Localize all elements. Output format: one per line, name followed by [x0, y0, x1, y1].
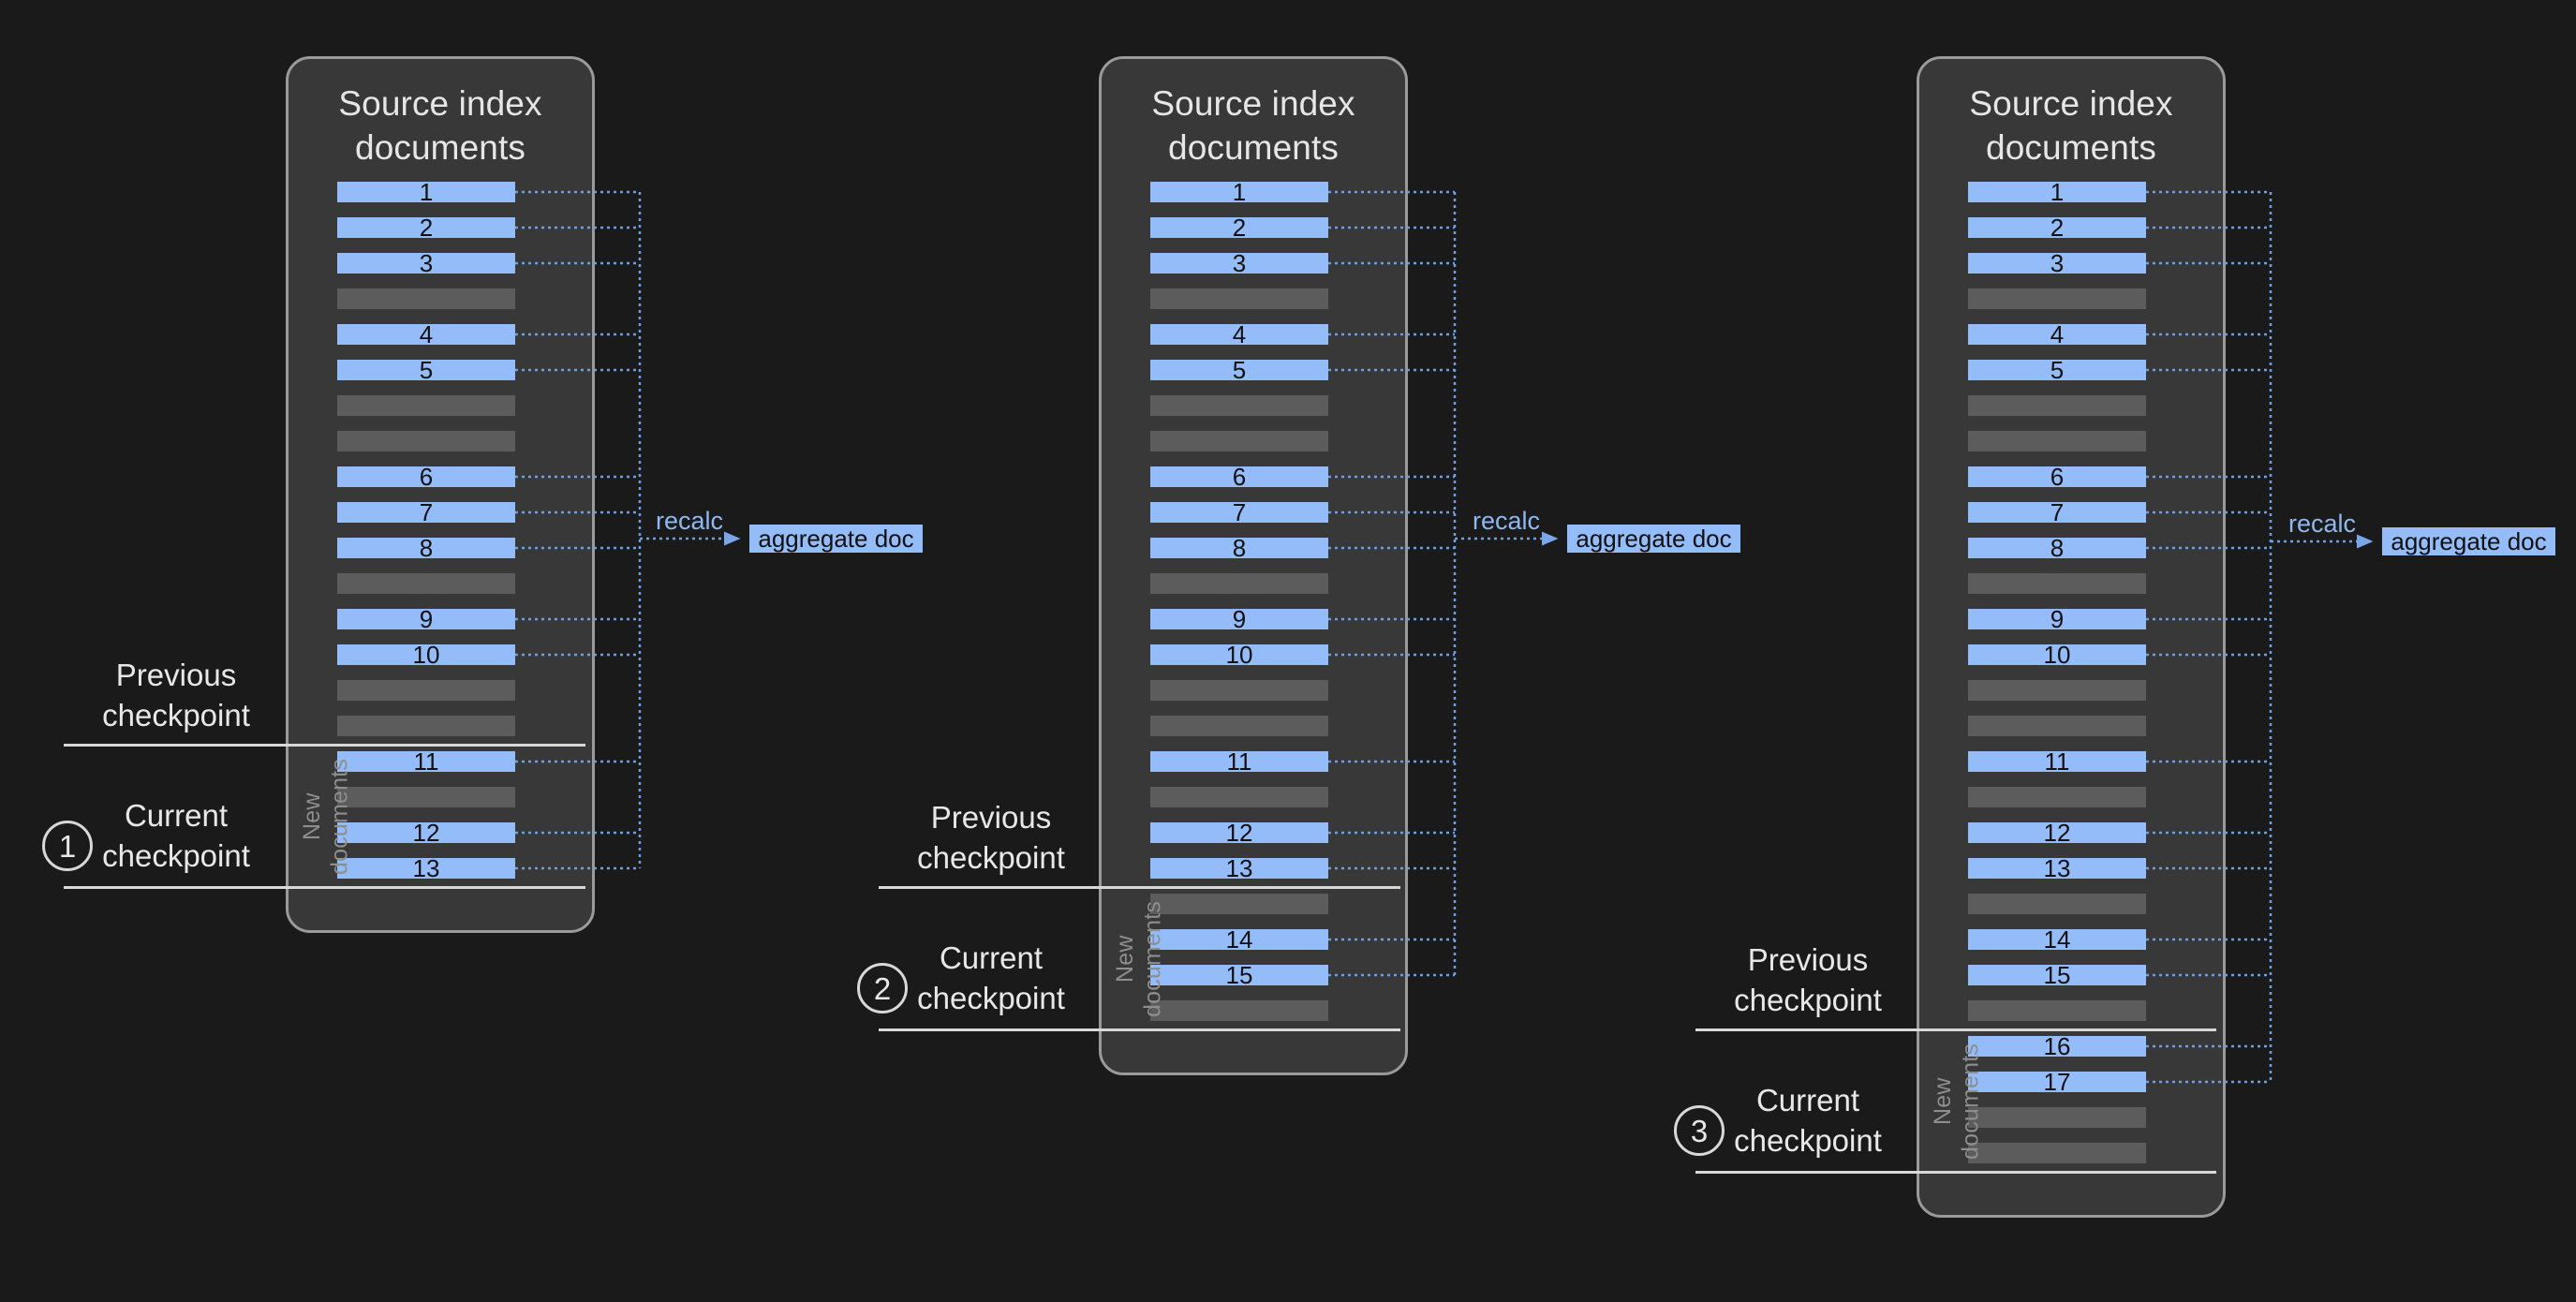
- gap-row: [1150, 395, 1328, 416]
- gap-row: [1968, 395, 2146, 416]
- gap-row: [1968, 787, 2146, 807]
- document-row: 14: [1150, 927, 1328, 952]
- document-row: 10: [1150, 643, 1328, 667]
- document-row: 9: [1968, 607, 2146, 631]
- document-row: 12: [1968, 821, 2146, 845]
- gap-row: [1150, 680, 1328, 701]
- document-row: 1: [337, 180, 515, 204]
- gap-row: [337, 787, 515, 807]
- document-row: 12: [1150, 821, 1328, 845]
- document-row: 3: [1968, 251, 2146, 275]
- document-row: 4: [1968, 322, 2146, 347]
- gap-row: [337, 289, 515, 309]
- document-row: 9: [337, 607, 515, 631]
- current-checkpoint-rule-1: [64, 886, 585, 889]
- gap-row: [1968, 431, 2146, 451]
- document-row: 15: [1968, 963, 2146, 987]
- previous-checkpoint-label-3: Previous checkpoint: [1734, 942, 1882, 1017]
- gap-row: [1968, 716, 2146, 736]
- document-row: 5: [1150, 358, 1328, 382]
- document-row: 8: [1968, 536, 2146, 560]
- gap-row: [1150, 894, 1328, 914]
- gap-row: [1968, 1143, 2146, 1163]
- document-row: 3: [1150, 251, 1328, 275]
- recalc-label-2: recalc: [1473, 507, 1541, 535]
- new-documents-label-1: New documents: [299, 758, 353, 876]
- document-row: 10: [1968, 643, 2146, 667]
- current-checkpoint-label-2: Current checkpoint: [917, 940, 1065, 1015]
- recalc-label-1: recalc: [656, 507, 724, 535]
- step-number-badge-3: 3: [1674, 1105, 1725, 1156]
- document-row: 13: [1968, 856, 2146, 880]
- aggregate-doc-box-3: aggregate doc: [2382, 527, 2555, 555]
- document-row: 5: [337, 358, 515, 382]
- document-row: 13: [1150, 856, 1328, 880]
- previous-checkpoint-rule-3: [1695, 1028, 2216, 1031]
- document-row: 6: [1150, 465, 1328, 489]
- gap-row: [1968, 894, 2146, 914]
- document-row: 2: [1150, 215, 1328, 240]
- document-row: 9: [1150, 607, 1328, 631]
- aggregate-doc-box-2: aggregate doc: [1567, 525, 1740, 553]
- document-row: 8: [337, 536, 515, 560]
- gap-row: [1150, 573, 1328, 594]
- gap-row: [1150, 289, 1328, 309]
- aggregate-doc-box-1: aggregate doc: [749, 525, 923, 553]
- document-row: 3: [337, 251, 515, 275]
- document-row: 4: [1150, 322, 1328, 347]
- gap-row: [1150, 431, 1328, 451]
- document-row: 7: [1150, 500, 1328, 525]
- document-row: 2: [337, 215, 515, 240]
- document-row: 11: [1150, 749, 1328, 774]
- current-checkpoint-label-1: Current checkpoint: [102, 798, 250, 873]
- current-checkpoint-rule-3: [1695, 1171, 2216, 1174]
- document-row: 12: [337, 821, 515, 845]
- document-row: 8: [1150, 536, 1328, 560]
- gap-row: [1150, 787, 1328, 807]
- gap-row: [1968, 1000, 2146, 1021]
- previous-checkpoint-rule-1: [64, 744, 585, 747]
- panel-title-3: Source index documents: [1969, 84, 2173, 168]
- gap-row: [337, 716, 515, 736]
- panel-title-1: Source index documents: [338, 84, 542, 168]
- recalc-label-3: recalc: [2288, 510, 2357, 538]
- new-documents-label-2: New documents: [1112, 900, 1166, 1018]
- document-row: 1: [1968, 180, 2146, 204]
- current-checkpoint-label-3: Current checkpoint: [1734, 1083, 1882, 1158]
- previous-checkpoint-label-2: Previous checkpoint: [917, 800, 1065, 875]
- gap-row: [1150, 716, 1328, 736]
- document-row: 17: [1968, 1070, 2146, 1094]
- document-row: 14: [1968, 927, 2146, 952]
- document-row: 15: [1150, 963, 1328, 987]
- document-row: 11: [1968, 749, 2146, 774]
- current-checkpoint-rule-2: [879, 1028, 1400, 1031]
- step-number-badge-2: 2: [857, 963, 908, 1013]
- document-row: 7: [337, 500, 515, 525]
- gap-row: [1968, 573, 2146, 594]
- gap-row: [337, 431, 515, 451]
- panel-title-2: Source index documents: [1151, 84, 1355, 168]
- document-row: 16: [1968, 1034, 2146, 1058]
- gap-row: [337, 573, 515, 594]
- previous-checkpoint-rule-2: [879, 886, 1400, 889]
- document-row: 2: [1968, 215, 2146, 240]
- previous-checkpoint-label-1: Previous checkpoint: [102, 658, 250, 732]
- document-row: 10: [337, 643, 515, 667]
- new-documents-label-3: New documents: [1930, 1043, 1984, 1161]
- step-number-badge-1: 1: [42, 821, 93, 871]
- document-row: 1: [1150, 180, 1328, 204]
- document-row: 6: [337, 465, 515, 489]
- gap-row: [1968, 1107, 2146, 1128]
- document-row: 5: [1968, 358, 2146, 382]
- gap-row: [337, 680, 515, 701]
- gap-row: [1150, 1000, 1328, 1021]
- gap-row: [1968, 680, 2146, 701]
- document-row: 4: [337, 322, 515, 347]
- document-row: 13: [337, 856, 515, 880]
- document-row: 7: [1968, 500, 2146, 525]
- gap-row: [1968, 289, 2146, 309]
- gap-row: [337, 395, 515, 416]
- document-row: 11: [337, 749, 515, 774]
- document-row: 6: [1968, 465, 2146, 489]
